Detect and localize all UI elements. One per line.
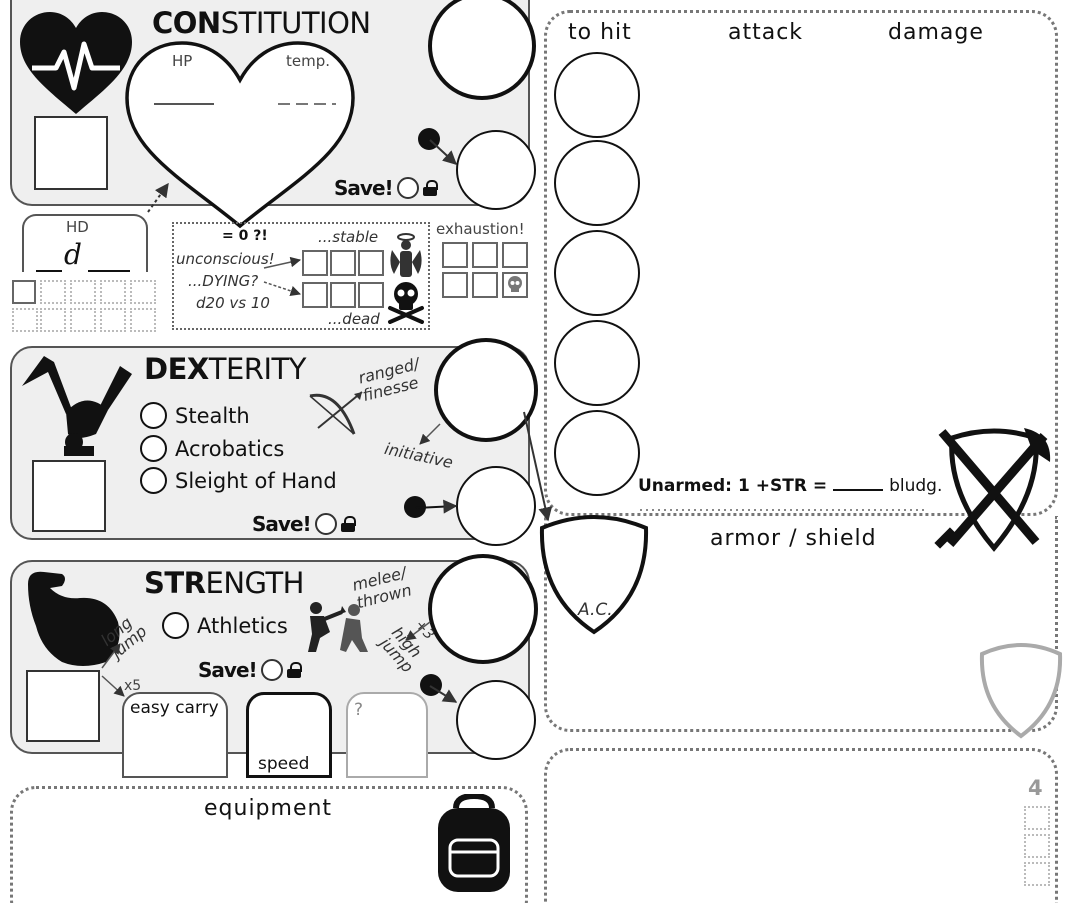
skill-sleight-of-hand[interactable]: Sleight of Hand <box>140 467 337 494</box>
zero-hp-label: = 0 ?! <box>222 228 268 244</box>
to-hit-circle-4[interactable] <box>554 320 640 406</box>
x5-label: x5 <box>124 678 142 694</box>
skill-stealth[interactable]: Stealth <box>140 402 250 429</box>
crossed-weapons-shield-icon <box>934 428 1051 552</box>
fighters-icon <box>308 602 368 652</box>
hp-label: HP <box>172 52 193 70</box>
unconscious-label: unconscious! <box>176 250 275 268</box>
armor-title: armor / shield <box>710 526 877 551</box>
death-success-3[interactable] <box>358 250 384 276</box>
unknown-label: ? <box>354 700 364 720</box>
dexterity-modifier-circle[interactable] <box>434 338 538 442</box>
skull-icon <box>508 276 522 292</box>
equipment-title: equipment <box>204 796 333 821</box>
strength-score-box[interactable] <box>26 670 100 742</box>
acrobatics-proficiency-toggle[interactable] <box>140 435 167 462</box>
exhaustion-label: exhaustion! <box>436 220 525 238</box>
easy-carry-label: easy carry <box>130 698 219 718</box>
athletics-proficiency-toggle[interactable] <box>162 612 189 639</box>
exhaustion-5[interactable] <box>472 272 498 298</box>
hd-label: HD <box>66 218 89 236</box>
constitution-modifier-circle[interactable] <box>428 0 536 100</box>
lock-icon <box>340 516 356 532</box>
strength-modifier-circle[interactable] <box>428 554 538 664</box>
dexterity-title: DEXTERITY <box>144 352 306 386</box>
strength-title: STRENGTH <box>144 566 304 600</box>
constitution-save-circle[interactable] <box>456 130 536 210</box>
ac-label: A.C. <box>578 600 613 620</box>
dexterity-save: Save! <box>252 512 356 536</box>
death-failure-3[interactable] <box>358 282 384 308</box>
strength-save: Save! <box>198 658 302 682</box>
armor-section <box>544 516 1058 732</box>
page-number: 4 <box>1028 776 1043 800</box>
bow-arrow-icon <box>309 391 363 435</box>
stable-label: ...stable <box>318 228 379 246</box>
lock-icon <box>286 662 302 678</box>
dex-proficiency-dot[interactable] <box>404 496 426 518</box>
to-hit-circle-3[interactable] <box>554 230 640 316</box>
to-hit-circle-5[interactable] <box>554 410 640 496</box>
unarmed-damage-blank[interactable] <box>833 489 884 491</box>
angel-icon <box>390 233 422 277</box>
proficiency-dot[interactable] <box>418 128 440 150</box>
shield-outline-icon <box>979 643 1063 739</box>
dead-label: ...dead <box>328 310 380 328</box>
heart-pulse-icon <box>20 12 132 114</box>
save-label: Save! <box>334 176 394 200</box>
death-failure-1[interactable] <box>302 282 328 308</box>
skull-crossbones-icon <box>388 282 424 324</box>
save-proficiency-toggle[interactable] <box>396 177 419 199</box>
unarmed-row: Unarmed: 1 +STR = bludg. <box>638 476 943 496</box>
to-hit-header: to hit <box>568 20 632 45</box>
hp-heart-field[interactable] <box>124 40 356 230</box>
death-failure-2[interactable] <box>330 282 356 308</box>
death-success-2[interactable] <box>330 250 356 276</box>
temp-hp-label: temp. <box>286 52 331 70</box>
constitution-save: Save! <box>334 176 438 200</box>
str-save-proficiency-toggle[interactable] <box>260 659 283 681</box>
damage-header: damage <box>888 20 984 45</box>
ac-shield-field[interactable] <box>536 506 652 636</box>
skill-athletics[interactable]: Athletics <box>162 612 288 639</box>
exhaustion-1[interactable] <box>442 242 468 268</box>
death-success-1[interactable] <box>302 250 328 276</box>
constitution-title: CONSTITUTION <box>152 6 371 40</box>
hd-used-box[interactable] <box>12 280 36 304</box>
lock-icon <box>422 180 438 196</box>
flexed-arm-icon <box>28 571 120 666</box>
gymnast-icon <box>22 356 132 456</box>
attacks-section <box>544 10 1058 516</box>
strength-save-circle[interactable] <box>456 680 536 760</box>
hd-die-label: d <box>64 238 82 271</box>
exhaustion-4[interactable] <box>442 272 468 298</box>
dying-label: ...DYING? <box>188 272 259 290</box>
to-hit-circle-2[interactable] <box>554 140 640 226</box>
dexterity-score-box[interactable] <box>32 460 106 532</box>
speed-label: speed <box>258 754 310 774</box>
d20-label: d20 vs 10 <box>196 294 270 312</box>
str-proficiency-dot[interactable] <box>420 674 442 696</box>
hit-dice-tab[interactable] <box>22 214 148 272</box>
easy-carry-tab[interactable] <box>122 692 228 778</box>
exhaustion-3[interactable] <box>502 242 528 268</box>
notes-section <box>544 748 1058 903</box>
dexterity-save-circle[interactable] <box>456 466 536 546</box>
stealth-proficiency-toggle[interactable] <box>140 402 167 429</box>
backpack-icon <box>438 794 510 892</box>
exhaustion-2[interactable] <box>472 242 498 268</box>
constitution-score-box[interactable] <box>34 116 108 190</box>
sleight-of-hand-proficiency-toggle[interactable] <box>140 467 167 494</box>
dex-save-proficiency-toggle[interactable] <box>314 513 337 535</box>
death-saves-box <box>172 222 430 330</box>
attack-header: attack <box>728 20 804 45</box>
to-hit-circle-1[interactable] <box>554 52 640 138</box>
skill-acrobatics[interactable]: Acrobatics <box>140 435 284 462</box>
unknown-tab[interactable] <box>346 692 428 778</box>
speed-tab[interactable] <box>246 692 332 778</box>
equipment-section <box>10 786 528 903</box>
